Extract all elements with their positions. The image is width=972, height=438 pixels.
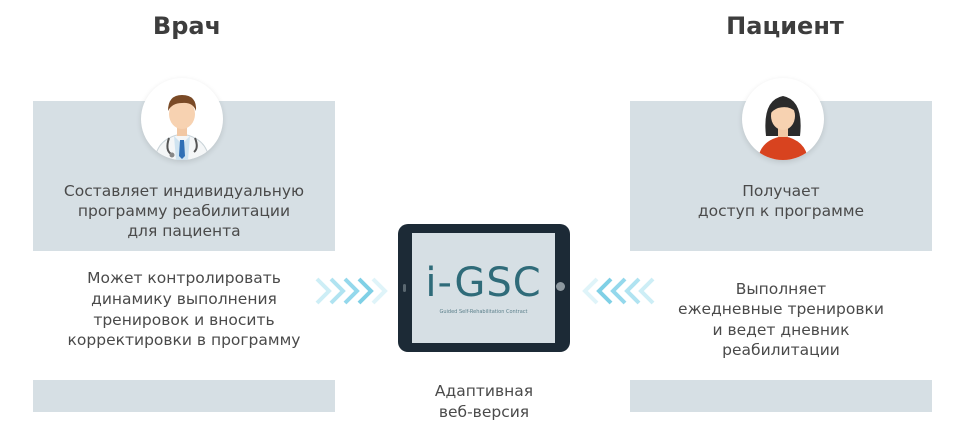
doctor-desc-line-1: Составляет индивидуальную (63, 182, 305, 200)
patient-task-line-3: и ведет дневник (712, 321, 850, 339)
tablet-camera (403, 284, 406, 292)
tablet-home-button (556, 282, 565, 291)
doctor-avatar-icon (141, 78, 223, 160)
patient-desc-line-1: Получает (742, 182, 820, 200)
doctor-control-line-4: корректировки в программу (67, 331, 301, 349)
doctor-desc-line-3: для пациента (127, 222, 241, 240)
igsc-logo-subtitle: Guided Self-Rehabilitation Contract (439, 309, 528, 315)
adaptive-caption-line-2: веб-версия (438, 403, 530, 421)
adaptive-caption-line-1: Адаптивная (434, 382, 534, 400)
patient-task-line-2: ежедневные тренировки (678, 300, 884, 318)
patient-avatar-icon (742, 78, 824, 160)
patient-bottom-panel (630, 380, 932, 412)
igsc-logo: i-GSC (425, 260, 542, 306)
chevrons-left-icon (582, 277, 655, 305)
tablet-screen: i-GSC Guided Self-Rehabilitation Contrac… (412, 233, 555, 343)
patient-heading: Пациент (726, 12, 844, 40)
doctor-control-line-2: динамику выполнения (91, 290, 277, 308)
patient-task-line-1: Выполняет (735, 280, 827, 298)
doctor-heading: Врач (152, 12, 222, 40)
doctor-control-line-1: Может контролировать (87, 269, 281, 287)
doctor-control-line-3: тренировок и вносить (93, 311, 275, 329)
doctor-bottom-panel (33, 380, 335, 412)
chevrons-right-icon (315, 277, 388, 305)
tablet-device: i-GSC Guided Self-Rehabilitation Contrac… (398, 224, 570, 352)
patient-desc-line-2: доступ к программе (697, 202, 865, 220)
patient-task-line-4: реабилитации (722, 341, 840, 359)
doctor-desc-line-2: программу реабилитации (77, 202, 291, 220)
